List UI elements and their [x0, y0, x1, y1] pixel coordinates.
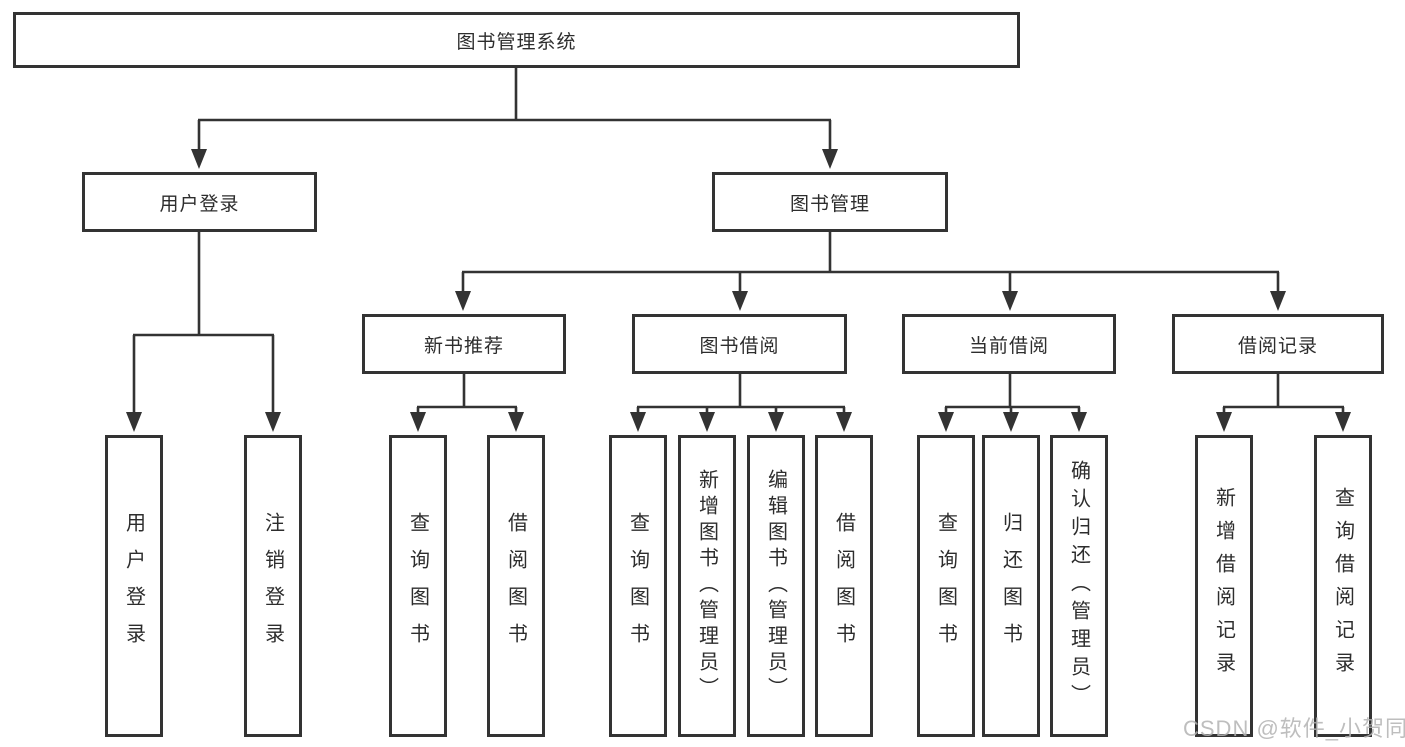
leaf-edit-books-admin: 编辑图书（管理员） [747, 435, 805, 737]
node-book-mgmt-branch: 图书管理 [712, 172, 948, 232]
leaf-borrow-books: 借阅图书 [815, 435, 873, 737]
node-user-login-branch: 用户登录 [82, 172, 317, 232]
leaf-query-books-current: 查询图书 [917, 435, 975, 737]
leaf-return-books: 归还图书 [982, 435, 1040, 737]
leaf-add-borrow-record: 新增借阅记录 [1195, 435, 1253, 737]
leaf-query-books-newrec: 查询图书 [389, 435, 447, 737]
csdn-watermark: CSDN @软件_小贺同学 [1183, 716, 1405, 741]
node-root-title: 图书管理系统 [13, 12, 1020, 68]
leaf-add-books-admin: 新增图书（管理员） [678, 435, 736, 737]
leaf-query-books-borrow: 查询图书 [609, 435, 667, 737]
leaf-logout-login: 注销登录 [244, 435, 302, 737]
leaf-borrow-books-newrec: 借阅图书 [487, 435, 545, 737]
leaf-confirm-return-admin: 确认归还（管理员） [1050, 435, 1108, 737]
node-current-borrow: 当前借阅 [902, 314, 1116, 374]
node-book-borrow: 图书借阅 [632, 314, 847, 374]
node-borrow-records: 借阅记录 [1172, 314, 1384, 374]
leaf-query-borrow-record: 查询借阅记录 [1314, 435, 1372, 737]
node-new-book-rec: 新书推荐 [362, 314, 566, 374]
leaf-user-login: 用户登录 [105, 435, 163, 737]
